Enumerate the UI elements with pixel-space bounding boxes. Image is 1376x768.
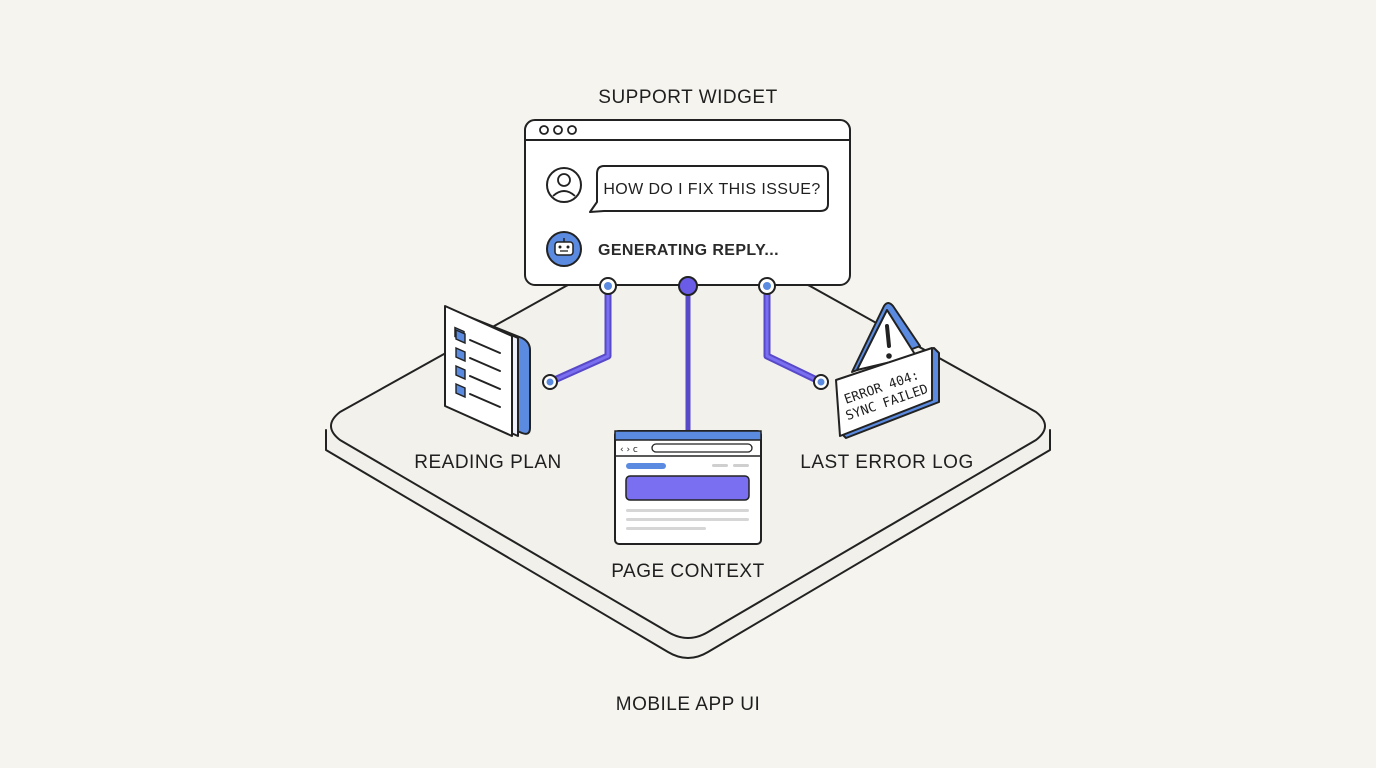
support-widget-window: HOW DO I FIX THIS ISSUE? GENERATING REPL… — [524, 119, 851, 296]
reading-plan-label: READING PLAN — [414, 452, 561, 473]
checklist-book-icon — [444, 305, 531, 437]
last-error-log-label: LAST ERROR LOG — [800, 452, 973, 473]
user-message-bubble — [589, 165, 829, 213]
mobile-app-ui-label: MOBILE APP UI — [616, 694, 760, 715]
window-dot-icon — [553, 125, 563, 135]
widget-port-center — [678, 276, 698, 296]
page-context-label: PAGE CONTEXT — [611, 561, 764, 582]
error-card: ERROR 404: SYNC FAILED — [835, 347, 940, 439]
bot-avatar-icon — [546, 231, 582, 267]
browser-page-icon: ‹ › c — [614, 430, 762, 545]
support-widget-label: SUPPORT WIDGET — [598, 87, 777, 108]
window-dot-icon — [539, 125, 549, 135]
user-avatar-icon — [546, 167, 582, 203]
window-dot-icon — [567, 125, 577, 135]
connector-lines — [542, 282, 829, 435]
warning-icon — [851, 302, 921, 373]
user-message-text: HOW DO I FIX THIS ISSUE? — [603, 181, 820, 198]
bot-status-text: GENERATING REPLY... — [598, 242, 779, 259]
svg-text:‹ › c: ‹ › c — [620, 445, 638, 455]
